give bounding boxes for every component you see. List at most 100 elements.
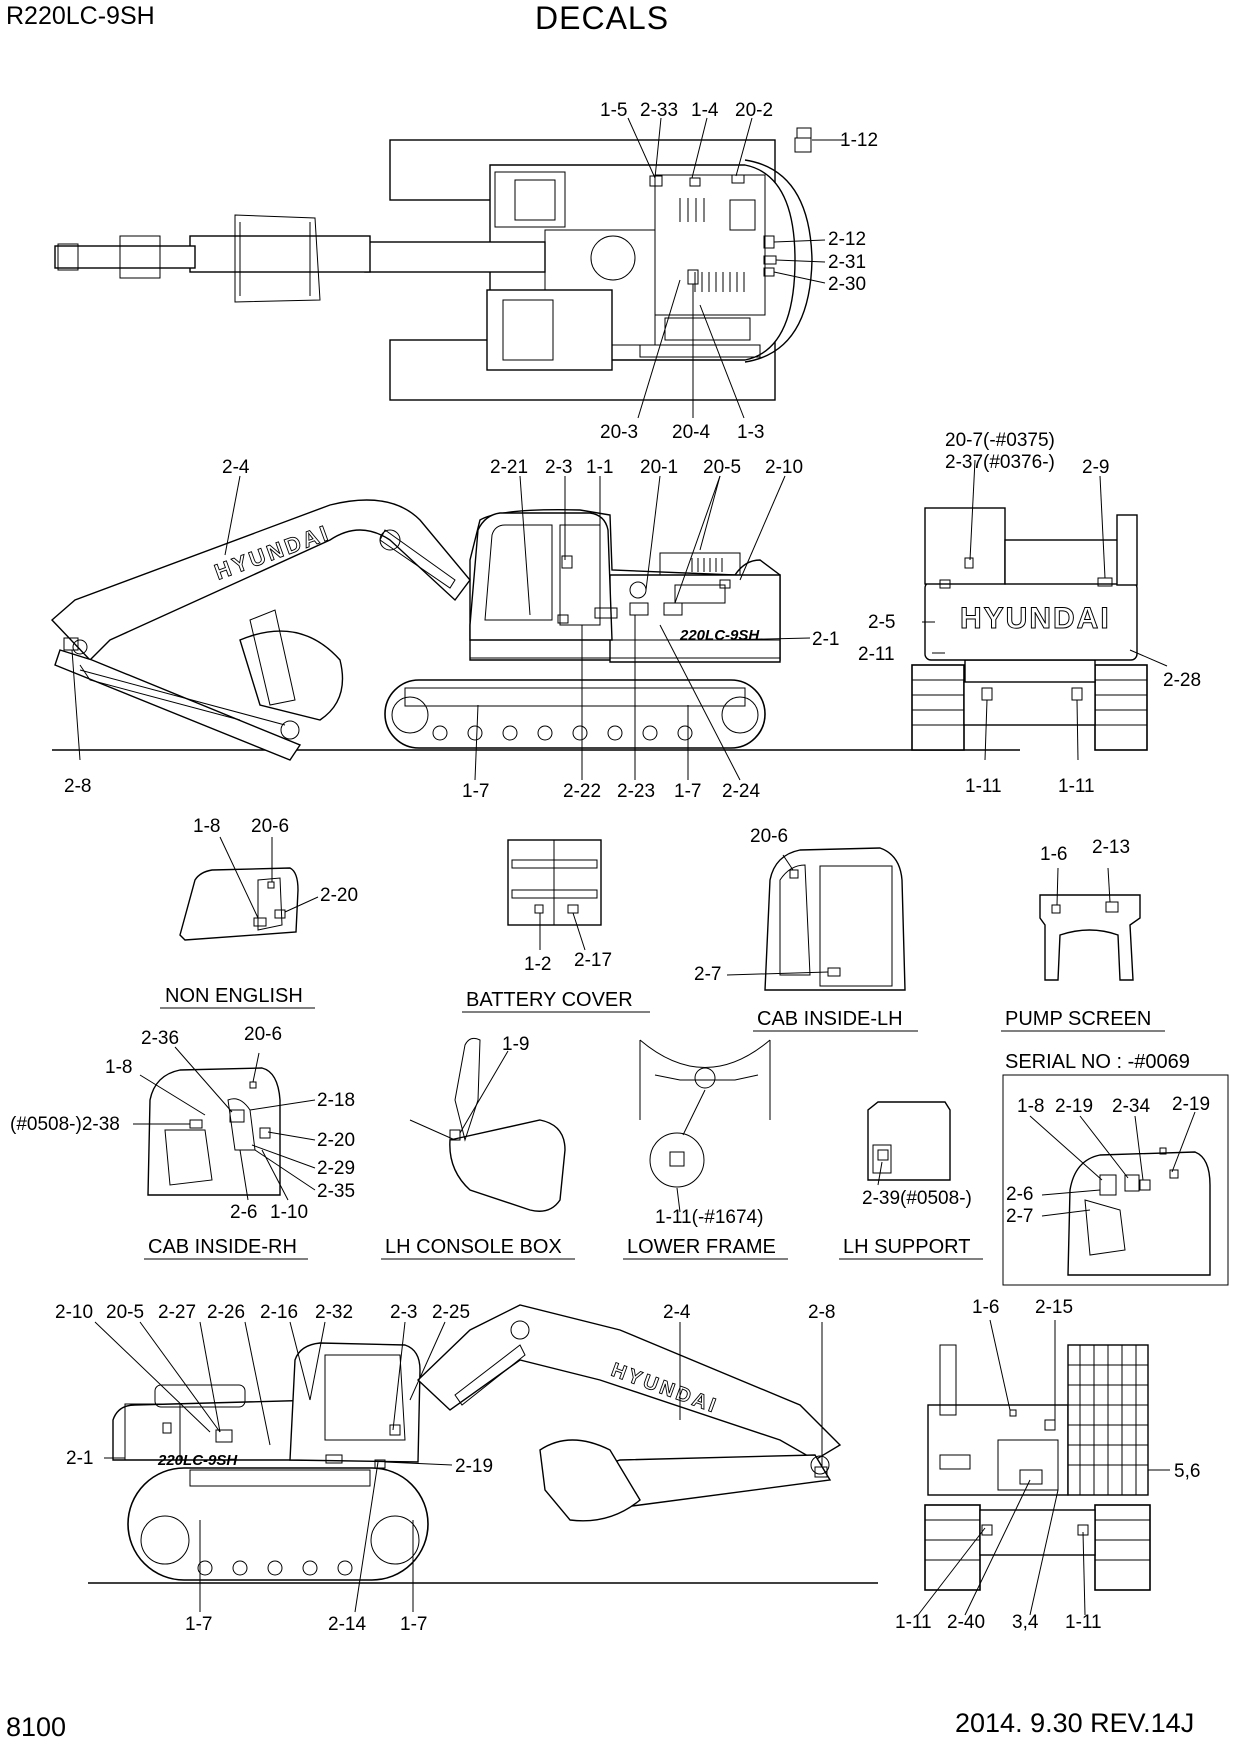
- top-label-2-30: 2-30: [828, 274, 866, 295]
- front-view: 1-6 2-15 5,6 1-11 2-40 3,4 1-11: [895, 1297, 1200, 1633]
- rear-label-2-37: 2-37(#0376-): [945, 452, 1055, 473]
- ne-label-20-6: 20-6: [251, 816, 289, 837]
- rhs-label-2-19: 2-19: [455, 1456, 493, 1477]
- model-number: R220LC-9SH: [6, 2, 155, 30]
- rear-label-1-11-b: 1-11: [1058, 776, 1095, 797]
- detail-cab-inside-lh: 20-6 2-7 CAB INSIDE-LH: [694, 826, 918, 1032]
- detail-non-english: 1-8 20-6 2-20 NON ENGLISH: [160, 816, 358, 1009]
- top-label-2-33: 2-33: [640, 100, 678, 121]
- rear-brand-text: HYUNDAI: [960, 602, 1111, 635]
- lh-label-2-3: 2-3: [545, 457, 572, 478]
- rhs-label-1-7-b: 1-7: [400, 1614, 427, 1635]
- rhs-label-2-26: 2-26: [207, 1302, 245, 1323]
- top-view: 1-5 2-33 1-4 20-2 1-12 2-12 2-31 2-30 20…: [54, 100, 878, 443]
- detail-battery-cover: 1-2 2-17 BATTERY COVER: [462, 839, 650, 1013]
- rhs-label-20-5: 20-5: [106, 1302, 144, 1323]
- lh-label-2-4: 2-4: [222, 457, 250, 478]
- lh-support-title: LH SUPPORT: [843, 1236, 970, 1258]
- lh-console-box-title: LH CONSOLE BOX: [385, 1236, 562, 1258]
- ne-label-2-20: 2-20: [320, 885, 358, 906]
- front-label-1-11-a: 1-11: [895, 1612, 932, 1633]
- detail-cab-inside-rh: 2-36 20-6 1-8 2-18 (#0508-)2-38 2-20 2-2…: [10, 1024, 355, 1260]
- console-label-1-9: 1-9: [502, 1034, 529, 1055]
- top-label-20-2: 20-2: [735, 100, 773, 121]
- rhs-label-2-8: 2-8: [808, 1302, 835, 1323]
- lh-label-1-7-b: 1-7: [674, 781, 701, 802]
- rhs-label-2-10: 2-10: [55, 1302, 93, 1323]
- rh-label-1-10: 1-10: [270, 1202, 308, 1223]
- serial-label-2-34: 2-34: [1112, 1096, 1150, 1117]
- lh-label-1-7-a: 1-7: [462, 781, 489, 802]
- pump-label-2-13: 2-13: [1092, 837, 1130, 858]
- front-label-2-15: 2-15: [1035, 1297, 1073, 1318]
- rh-label-2-20: 2-20: [317, 1130, 355, 1151]
- rhs-label-2-16: 2-16: [260, 1302, 298, 1323]
- rh-label-1-8: 1-8: [105, 1057, 132, 1078]
- top-label-1-4: 1-4: [691, 100, 719, 121]
- serial-label-2-6: 2-6: [1006, 1184, 1033, 1205]
- detail-lh-console-box: 1-9 LH CONSOLE BOX: [381, 1034, 575, 1260]
- serial-title: SERIAL NO : -#0069: [1005, 1051, 1190, 1073]
- cab-inside-rh-title: CAB INSIDE-RH: [148, 1236, 297, 1258]
- top-label-1-3: 1-3: [737, 422, 764, 443]
- lower-frame-title: LOWER FRAME: [627, 1236, 776, 1258]
- rhs-label-1-7-a: 1-7: [185, 1614, 212, 1635]
- lh-label-20-5: 20-5: [703, 457, 741, 478]
- battery-cover-title: BATTERY COVER: [466, 989, 633, 1011]
- lhs-label-2-39: 2-39(#0508-): [862, 1188, 972, 1209]
- detail-serial-box: SERIAL NO : -#0069 1-8 2-19 2-34 2-19 2-…: [1002, 1051, 1229, 1286]
- front-label-3-4: 3,4: [1012, 1612, 1039, 1633]
- rhs-label-2-3: 2-3: [390, 1302, 417, 1323]
- detail-lh-support: 2-39(#0508-) LH SUPPORT: [839, 1101, 983, 1260]
- rh-label-2-29: 2-29: [317, 1158, 355, 1179]
- lh-label-2-10: 2-10: [765, 457, 803, 478]
- rear-label-2-28: 2-28: [1163, 670, 1201, 691]
- rh-label-2-36: 2-36: [141, 1028, 179, 1049]
- rh-label-20-6: 20-6: [244, 1024, 282, 1045]
- front-label-1-11-b: 1-11: [1065, 1612, 1102, 1633]
- page-title: DECALS: [535, 0, 670, 36]
- rh-label-2-38: (#0508-)2-38: [10, 1114, 120, 1135]
- rear-label-2-11: 2-11: [858, 644, 895, 665]
- bc-label-1-2: 1-2: [524, 954, 551, 975]
- rh-label-2-35: 2-35: [317, 1181, 355, 1202]
- rhs-label-2-27: 2-27: [158, 1302, 196, 1323]
- lh-label-2-24: 2-24: [722, 781, 760, 802]
- rh-label-2-6: 2-6: [230, 1202, 257, 1223]
- top-label-1-5: 1-5: [600, 100, 627, 121]
- pump-screen-title: PUMP SCREEN: [1005, 1008, 1151, 1030]
- detail-lower-frame: 1-11(-#1674) LOWER FRAME: [623, 1039, 788, 1260]
- lh-label-20-1: 20-1: [640, 457, 678, 478]
- model-badge-rh: 220LC-9SH: [157, 1452, 238, 1469]
- rhs-label-2-4: 2-4: [663, 1302, 691, 1323]
- lh-label-2-23: 2-23: [617, 781, 655, 802]
- lh-label-2-8: 2-8: [64, 776, 91, 797]
- page-number: 8100: [6, 1712, 67, 1742]
- serial-label-1-8: 1-8: [1017, 1096, 1044, 1117]
- bc-label-2-17: 2-17: [574, 950, 612, 971]
- rh-label-2-18: 2-18: [317, 1090, 355, 1111]
- rear-label-1-11-a: 1-11: [965, 776, 1002, 797]
- lh-label-2-22: 2-22: [563, 781, 601, 802]
- top-label-20-3: 20-3: [600, 422, 638, 443]
- front-label-2-40: 2-40: [947, 1612, 985, 1633]
- top-label-2-31: 2-31: [828, 252, 866, 273]
- pump-label-1-6: 1-6: [1040, 844, 1067, 865]
- top-label-2-12: 2-12: [828, 229, 866, 250]
- ne-label-1-8: 1-8: [193, 816, 220, 837]
- cablh-label-20-6: 20-6: [750, 826, 788, 847]
- front-label-1-6: 1-6: [972, 1297, 999, 1318]
- rhs-label-2-25: 2-25: [432, 1302, 470, 1323]
- rear-label-2-5: 2-5: [868, 612, 895, 633]
- lh-label-1-1: 1-1: [586, 457, 613, 478]
- front-label-5-6: 5,6: [1174, 1461, 1200, 1482]
- rhs-label-2-32: 2-32: [315, 1302, 353, 1323]
- model-badge-lh: 220LC-9SH: [679, 627, 760, 644]
- rhs-label-2-1: 2-1: [66, 1448, 93, 1469]
- serial-label-2-19-b: 2-19: [1172, 1094, 1210, 1115]
- serial-label-2-7: 2-7: [1006, 1206, 1033, 1227]
- non-english-title: NON ENGLISH: [165, 985, 303, 1007]
- rear-label-2-9: 2-9: [1082, 457, 1109, 478]
- side-view-rh: HYUNDAI 220LC-9SH 2-10 20-5 2-27 2-26 2-…: [55, 1302, 878, 1635]
